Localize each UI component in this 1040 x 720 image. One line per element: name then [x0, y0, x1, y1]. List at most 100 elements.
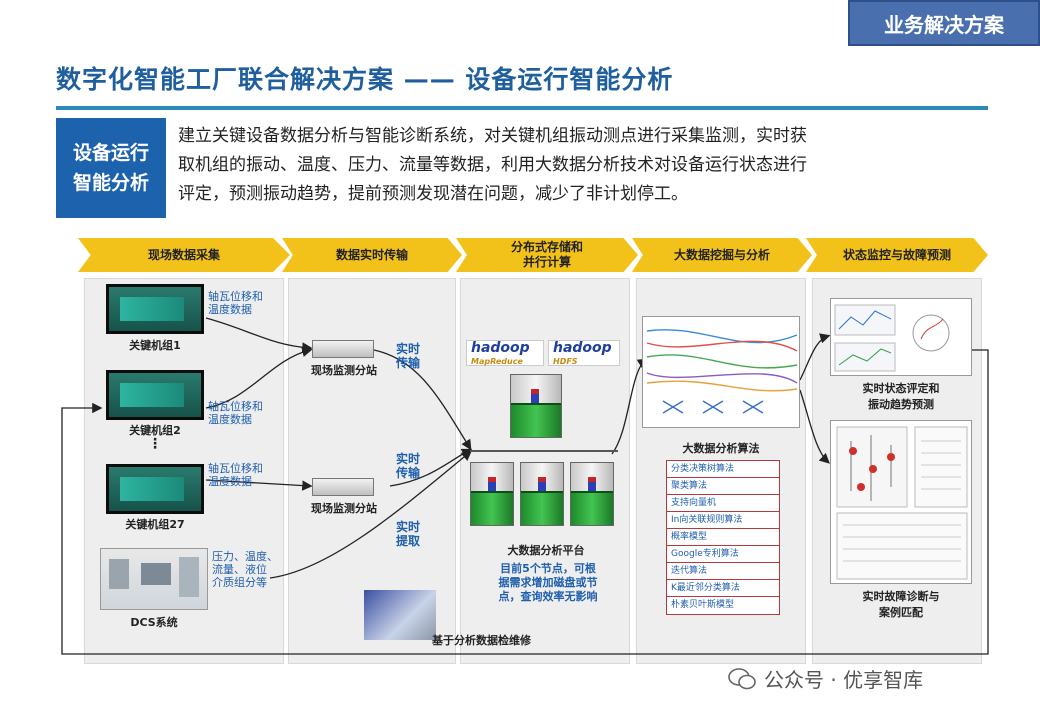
algorithm-item: 概率模型	[667, 529, 779, 546]
fault-diagnosis-label-l2: 案例匹配	[879, 606, 923, 619]
link-unit27-station	[205, 479, 313, 491]
algorithm-item: 支持向量机	[667, 495, 779, 512]
algorithm-item: In向关联规则算法	[667, 512, 779, 529]
stage-arrow-monitor: 状态监控与故障预测	[806, 238, 988, 272]
algorithm-item: 聚类算法	[667, 478, 779, 495]
stage-label-collect: 现场数据采集	[147, 247, 220, 262]
unit2-signal: 轴瓦位移和温度数据	[208, 400, 263, 426]
intro-line1: 建立关键设备数据分析与智能诊断系统，对关键机组振动测点进行采集监测，实时获	[178, 126, 807, 146]
unit2-signal-l2: 温度数据	[208, 413, 252, 426]
dcs-label: DCS系统	[130, 616, 178, 629]
dcs-equipment-shape	[141, 563, 171, 585]
intro-label-line1: 设备运行	[72, 142, 149, 164]
server-master	[510, 374, 562, 438]
server-master-indicator	[531, 388, 539, 403]
server-node-3	[570, 462, 614, 526]
status-eval-screenshot	[830, 298, 972, 376]
realtime-transmit-2-l1: 实时	[396, 452, 421, 466]
page-title: 数字化智能工厂联合解决方案 —— 设备运行智能分析	[56, 65, 674, 94]
realtime-transmit-1: 实时传输	[396, 342, 420, 370]
stage-label-storage-l2: 并行计算	[522, 255, 571, 269]
watermark: 公众号 · 优享智库	[728, 664, 923, 693]
server-node-1-disk	[471, 490, 513, 525]
mining-network-graphic	[646, 329, 798, 414]
stage-arrow-collect: 现场数据采集	[78, 238, 290, 272]
stage-label-storage: 分布式存储和并行计算	[511, 240, 583, 270]
unit2-signal-l1: 轴瓦位移和	[208, 400, 263, 413]
hadoop-hdfs-sub: HDFS	[553, 357, 578, 366]
algorithm-item: 分类决策树算法	[667, 461, 779, 478]
station1-device	[312, 340, 374, 358]
platform-label: 大数据分析平台	[507, 544, 585, 557]
server-node-1	[470, 462, 514, 526]
station1-label: 现场监测分站	[311, 364, 377, 377]
realtime-transmit-1-l1: 实时	[396, 342, 421, 356]
mining-visual	[642, 316, 800, 428]
status-eval-label-l1: 实时状态评定和	[862, 382, 940, 395]
stage-arrow-mining: 大数据挖掘与分析	[632, 238, 812, 272]
title-underline	[56, 106, 988, 110]
link-platform-mining	[611, 358, 649, 455]
link-station2-platform	[389, 448, 473, 487]
server-node-2-indicator	[537, 476, 546, 491]
link-mining-status	[799, 333, 831, 381]
link-unit1-station	[205, 317, 313, 353]
unit1-signal-l2: 温度数据	[208, 303, 252, 316]
dcs-signal-l2: 流量、液位	[212, 563, 267, 576]
fault-diagnosis-label-l1: 实时故障诊断与	[862, 590, 940, 603]
dcs-vessel-shape	[109, 559, 129, 589]
fault-diagram-graphic	[836, 426, 968, 580]
platform-note-l1: 目前5个节点，可根	[500, 562, 596, 575]
server-node-3-disk	[571, 490, 613, 525]
realtime-transmit-2: 实时传输	[396, 452, 420, 480]
server-node-1-indicator	[487, 476, 496, 491]
platform-note-l3: 点，查询效率无影响	[498, 590, 598, 603]
algorithm-item: K最近邻分类算法	[667, 580, 779, 597]
stage-arrow-storage: 分布式存储和并行计算	[456, 238, 638, 272]
unit27-label: 关键机组27	[125, 518, 185, 531]
intro-line2: 取机组的振动、温度、压力、流量等数据，利用大数据分析技术对设备运行状态进行	[178, 155, 807, 175]
station2-device	[312, 478, 374, 496]
stage-label-transmit: 数据实时传输	[335, 247, 408, 262]
realtime-transmit-2-l2: 传输	[396, 466, 421, 480]
intro-label-line2: 智能分析	[72, 172, 149, 194]
unit2-label: 关键机组2	[129, 424, 181, 437]
intro-line3: 评定，预测振动趋势，提前预测发现潜在问题，减少了非计划停工。	[178, 184, 688, 204]
dcs-column-shape	[179, 557, 199, 597]
dcs-signal-l3: 介质组分等	[212, 576, 267, 589]
server-node-2-disk	[521, 490, 563, 525]
wechat-icon	[728, 667, 756, 689]
section-badge: 业务解决方案	[848, 0, 1040, 46]
unit1-signal: 轴瓦位移和温度数据	[208, 290, 263, 316]
algorithm-item: 朴素贝叶斯模型	[671, 600, 735, 610]
watermark-text: 公众号 · 优享智库	[764, 668, 924, 692]
dcs-signal: 压力、温度、流量、液位介质组分等	[212, 550, 278, 589]
realtime-extract-l1: 实时	[396, 520, 421, 534]
maintenance-label: 基于分析数据检维修	[432, 634, 531, 647]
unit27-signal: 轴瓦位移和温度数据	[208, 462, 263, 488]
algorithm-title: 大数据分析算法	[682, 442, 760, 455]
dcs-screen	[100, 548, 208, 610]
algorithm-item: 迭代算法	[667, 563, 779, 580]
feedback-loop	[61, 349, 989, 655]
unit27-signal-l1: 轴瓦位移和	[208, 462, 263, 475]
server-bus	[470, 450, 618, 452]
algorithm-item: Google专利算法	[667, 546, 779, 563]
fault-diagnosis-label: 实时故障诊断与案例匹配	[830, 588, 972, 620]
server-node-2	[520, 462, 564, 526]
dcs-signal-l1: 压力、温度、	[212, 550, 278, 563]
stage-label-monitor: 状态监控与故障预测	[842, 247, 951, 262]
link-unit2-station	[205, 346, 313, 409]
unit2-image	[106, 370, 204, 420]
platform-note-l2: 据需求增加磁盘或节	[498, 576, 598, 589]
stage-label-storage-l1: 分布式存储和	[510, 240, 583, 254]
unit27-image	[106, 464, 204, 514]
maintenance-photo	[364, 590, 436, 640]
intro-text: 建立关键设备数据分析与智能诊断系统，对关键机组振动测点进行采集监测，实时获 取机…	[178, 122, 978, 209]
unit1-signal-l1: 轴瓦位移和	[208, 290, 263, 303]
status-trend-graphic	[834, 304, 950, 372]
link-mining-fault	[799, 389, 830, 464]
link-station1-platform	[373, 349, 472, 451]
